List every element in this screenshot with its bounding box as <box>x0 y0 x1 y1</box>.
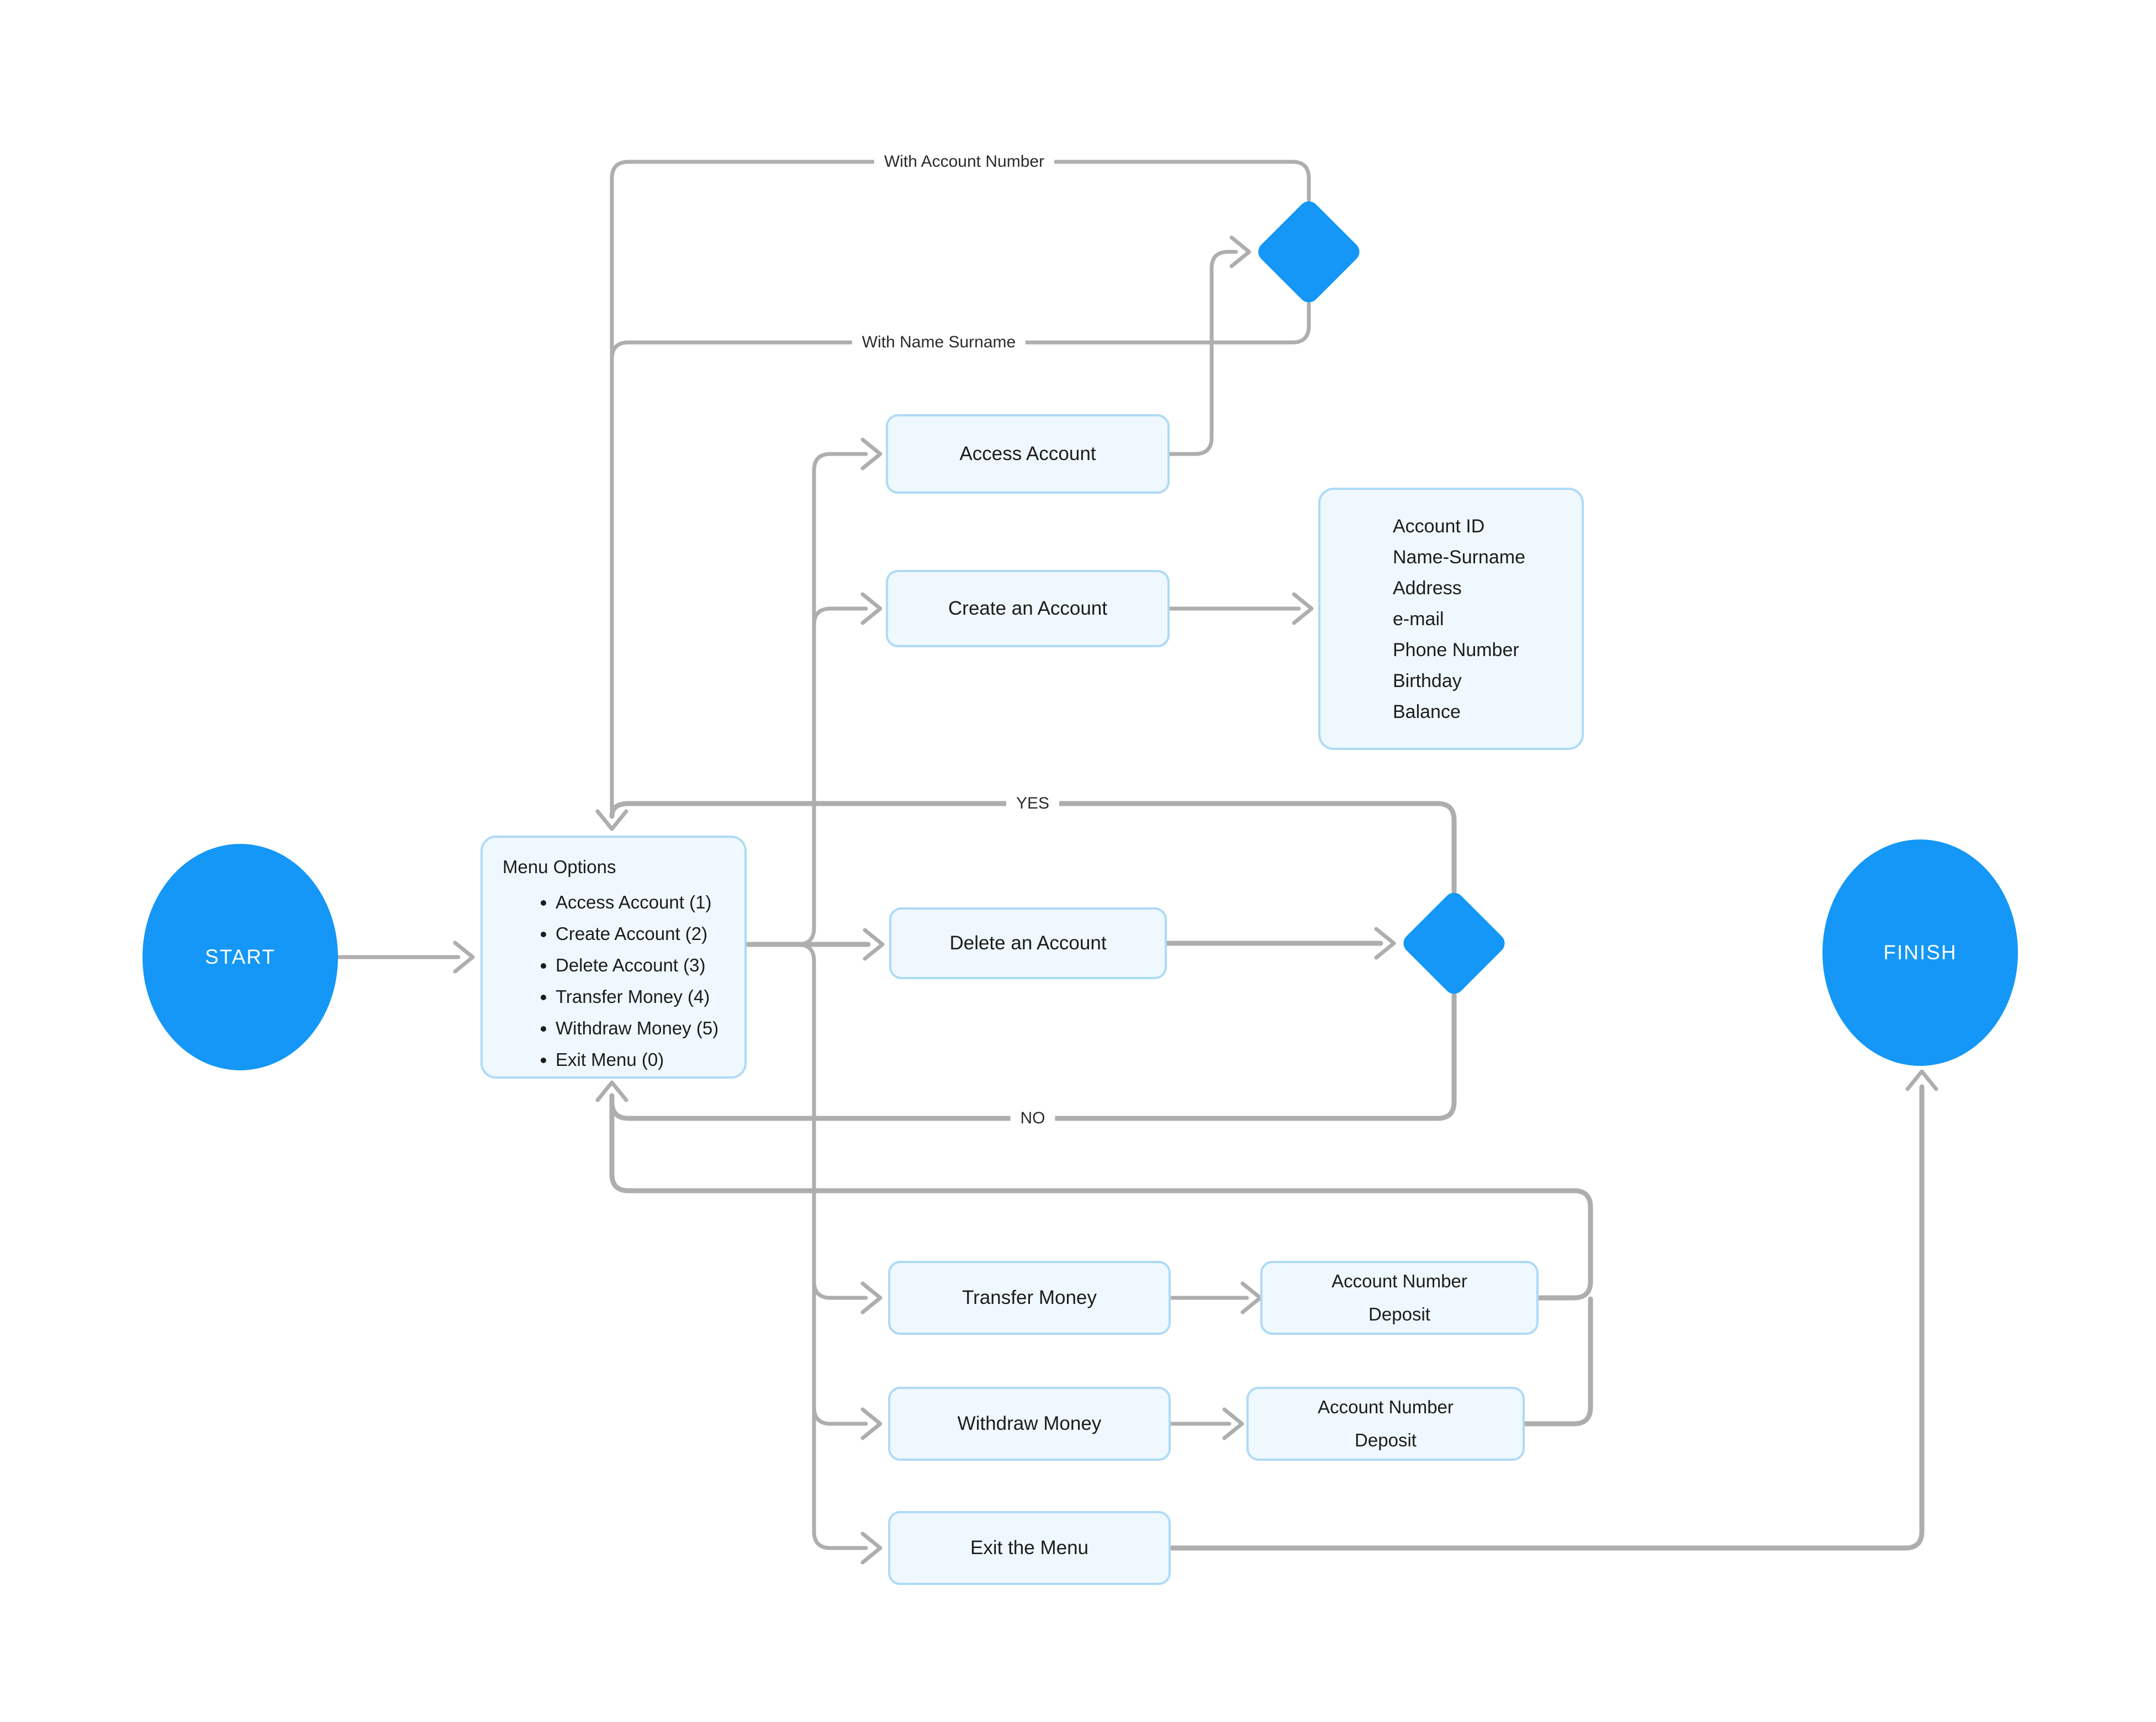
menu-item-withdraw: Withdraw Money (5) <box>556 1012 718 1044</box>
detail-field-phone: Phone Number <box>1393 639 1519 661</box>
exit-menu-label: Exit the Menu <box>970 1537 1088 1559</box>
menu-options-box[interactable]: Menu Options Access Account (1) Create A… <box>480 836 747 1079</box>
edge-label-no: NO <box>1010 1108 1055 1129</box>
arrowhead-right-icon <box>1229 235 1251 268</box>
deposit1-line-account-number: Account Number <box>1331 1271 1467 1291</box>
arrowhead-right-icon <box>1292 592 1314 625</box>
detail-field-name-surname: Name-Surname <box>1393 546 1525 568</box>
start-node[interactable]: START <box>142 844 338 1070</box>
edge-line <box>610 302 1311 361</box>
edge-label-yes: YES <box>1006 793 1060 814</box>
edge-start-to-menu <box>336 941 475 974</box>
arrowhead-up-icon <box>595 1080 628 1102</box>
edge-access-to-diamond1 <box>1167 235 1251 456</box>
exit-menu-box[interactable]: Exit the Menu <box>888 1511 1171 1585</box>
deposit2-line-deposit: Deposit <box>1355 1430 1417 1450</box>
detail-field-balance: Balance <box>1393 701 1461 722</box>
edge-withdraw-to-deposit2 <box>1169 1407 1244 1440</box>
edge-with-account-number <box>595 160 1311 831</box>
finish-label: FINISH <box>1883 941 1957 964</box>
menu-list: Access Account (1) Create Account (2) De… <box>503 886 718 1075</box>
edge-line <box>609 801 1457 894</box>
create-account-label: Create an Account <box>948 598 1107 619</box>
edge-line <box>795 942 868 1550</box>
arrowhead-right-icon <box>1374 927 1396 960</box>
delete-account-label: Delete an Account <box>949 932 1107 954</box>
menu-title: Menu Options <box>503 857 616 877</box>
transfer-deposit-box[interactable]: Account Number Deposit <box>1260 1261 1539 1335</box>
arrowhead-right-icon <box>1222 1407 1244 1440</box>
edge-exit-to-finish <box>1168 1069 1938 1551</box>
delete-account-box[interactable]: Delete an Account <box>889 907 1167 979</box>
transfer-money-box[interactable]: Transfer Money <box>888 1261 1171 1335</box>
arrowhead-right-icon <box>860 1407 883 1440</box>
edge-transfer-to-deposit1 <box>1169 1281 1262 1314</box>
edge-branch-down-to-exit <box>795 942 883 1565</box>
detail-field-email: e-mail <box>1393 608 1444 630</box>
menu-item-access: Access Account (1) <box>556 886 718 918</box>
create-account-box[interactable]: Create an Account <box>886 570 1170 647</box>
edge-branch-to-withdraw <box>812 1405 883 1440</box>
detail-field-account-id: Account ID <box>1393 515 1485 537</box>
arrowhead-right-icon <box>860 1531 883 1565</box>
edge-branch-up-to-access <box>795 437 883 947</box>
edge-line <box>609 1095 1593 1301</box>
finish-node[interactable]: FINISH <box>1822 839 2018 1066</box>
access-account-label: Access Account <box>959 443 1096 464</box>
edge-line <box>1168 1084 1925 1551</box>
edge-with-name-surname <box>610 302 1311 361</box>
edge-line <box>812 1405 868 1426</box>
arrowhead-up-icon <box>1905 1069 1938 1091</box>
access-account-box[interactable]: Access Account <box>886 414 1170 494</box>
edge-branch-to-create <box>812 592 883 627</box>
detail-field-birthday: Birthday <box>1393 670 1462 691</box>
arrowhead-down-icon <box>595 809 628 831</box>
edge-line <box>812 606 868 627</box>
edge-branch-to-transfer <box>812 1279 883 1314</box>
arrowhead-right-icon <box>860 1281 883 1314</box>
edge-label-with-account-number: With Account Number <box>874 151 1055 172</box>
arrowhead-right-icon <box>860 592 883 625</box>
edge-yes <box>609 801 1457 894</box>
edge-line <box>795 452 868 947</box>
deposit2-line-account-number: Account Number <box>1318 1397 1454 1417</box>
withdraw-deposit-box[interactable]: Account Number Deposit <box>1246 1387 1525 1461</box>
deposit1-line-deposit: Deposit <box>1368 1304 1430 1324</box>
menu-item-create: Create Account (2) <box>556 918 718 949</box>
withdraw-money-label: Withdraw Money <box>957 1413 1102 1434</box>
transfer-money-label: Transfer Money <box>962 1287 1097 1308</box>
edge-deposit1-return <box>609 1095 1593 1301</box>
menu-item-delete: Delete Account (3) <box>556 949 718 981</box>
edge-deposit2-return <box>1522 1296 1593 1427</box>
menu-item-exit: Exit Menu (0) <box>556 1044 718 1075</box>
edge-line <box>1167 250 1238 456</box>
account-details-box[interactable]: Account ID Name-Surname Address e-mail P… <box>1318 488 1584 750</box>
start-label: START <box>205 945 276 968</box>
edge-create-to-details <box>1167 592 1314 625</box>
arrowhead-right-icon <box>863 928 885 961</box>
edge-line <box>1522 1296 1593 1427</box>
arrowhead-right-icon <box>453 941 475 974</box>
withdraw-money-box[interactable]: Withdraw Money <box>888 1387 1171 1461</box>
detail-field-address: Address <box>1393 577 1462 599</box>
edge-delete-to-diamond2 <box>1164 927 1396 960</box>
edge-label-with-name-surname: With Name Surname <box>852 332 1026 353</box>
edge-line <box>812 1279 868 1300</box>
arrowhead-right-icon <box>860 437 883 471</box>
menu-item-transfer: Transfer Money (4) <box>556 981 718 1012</box>
